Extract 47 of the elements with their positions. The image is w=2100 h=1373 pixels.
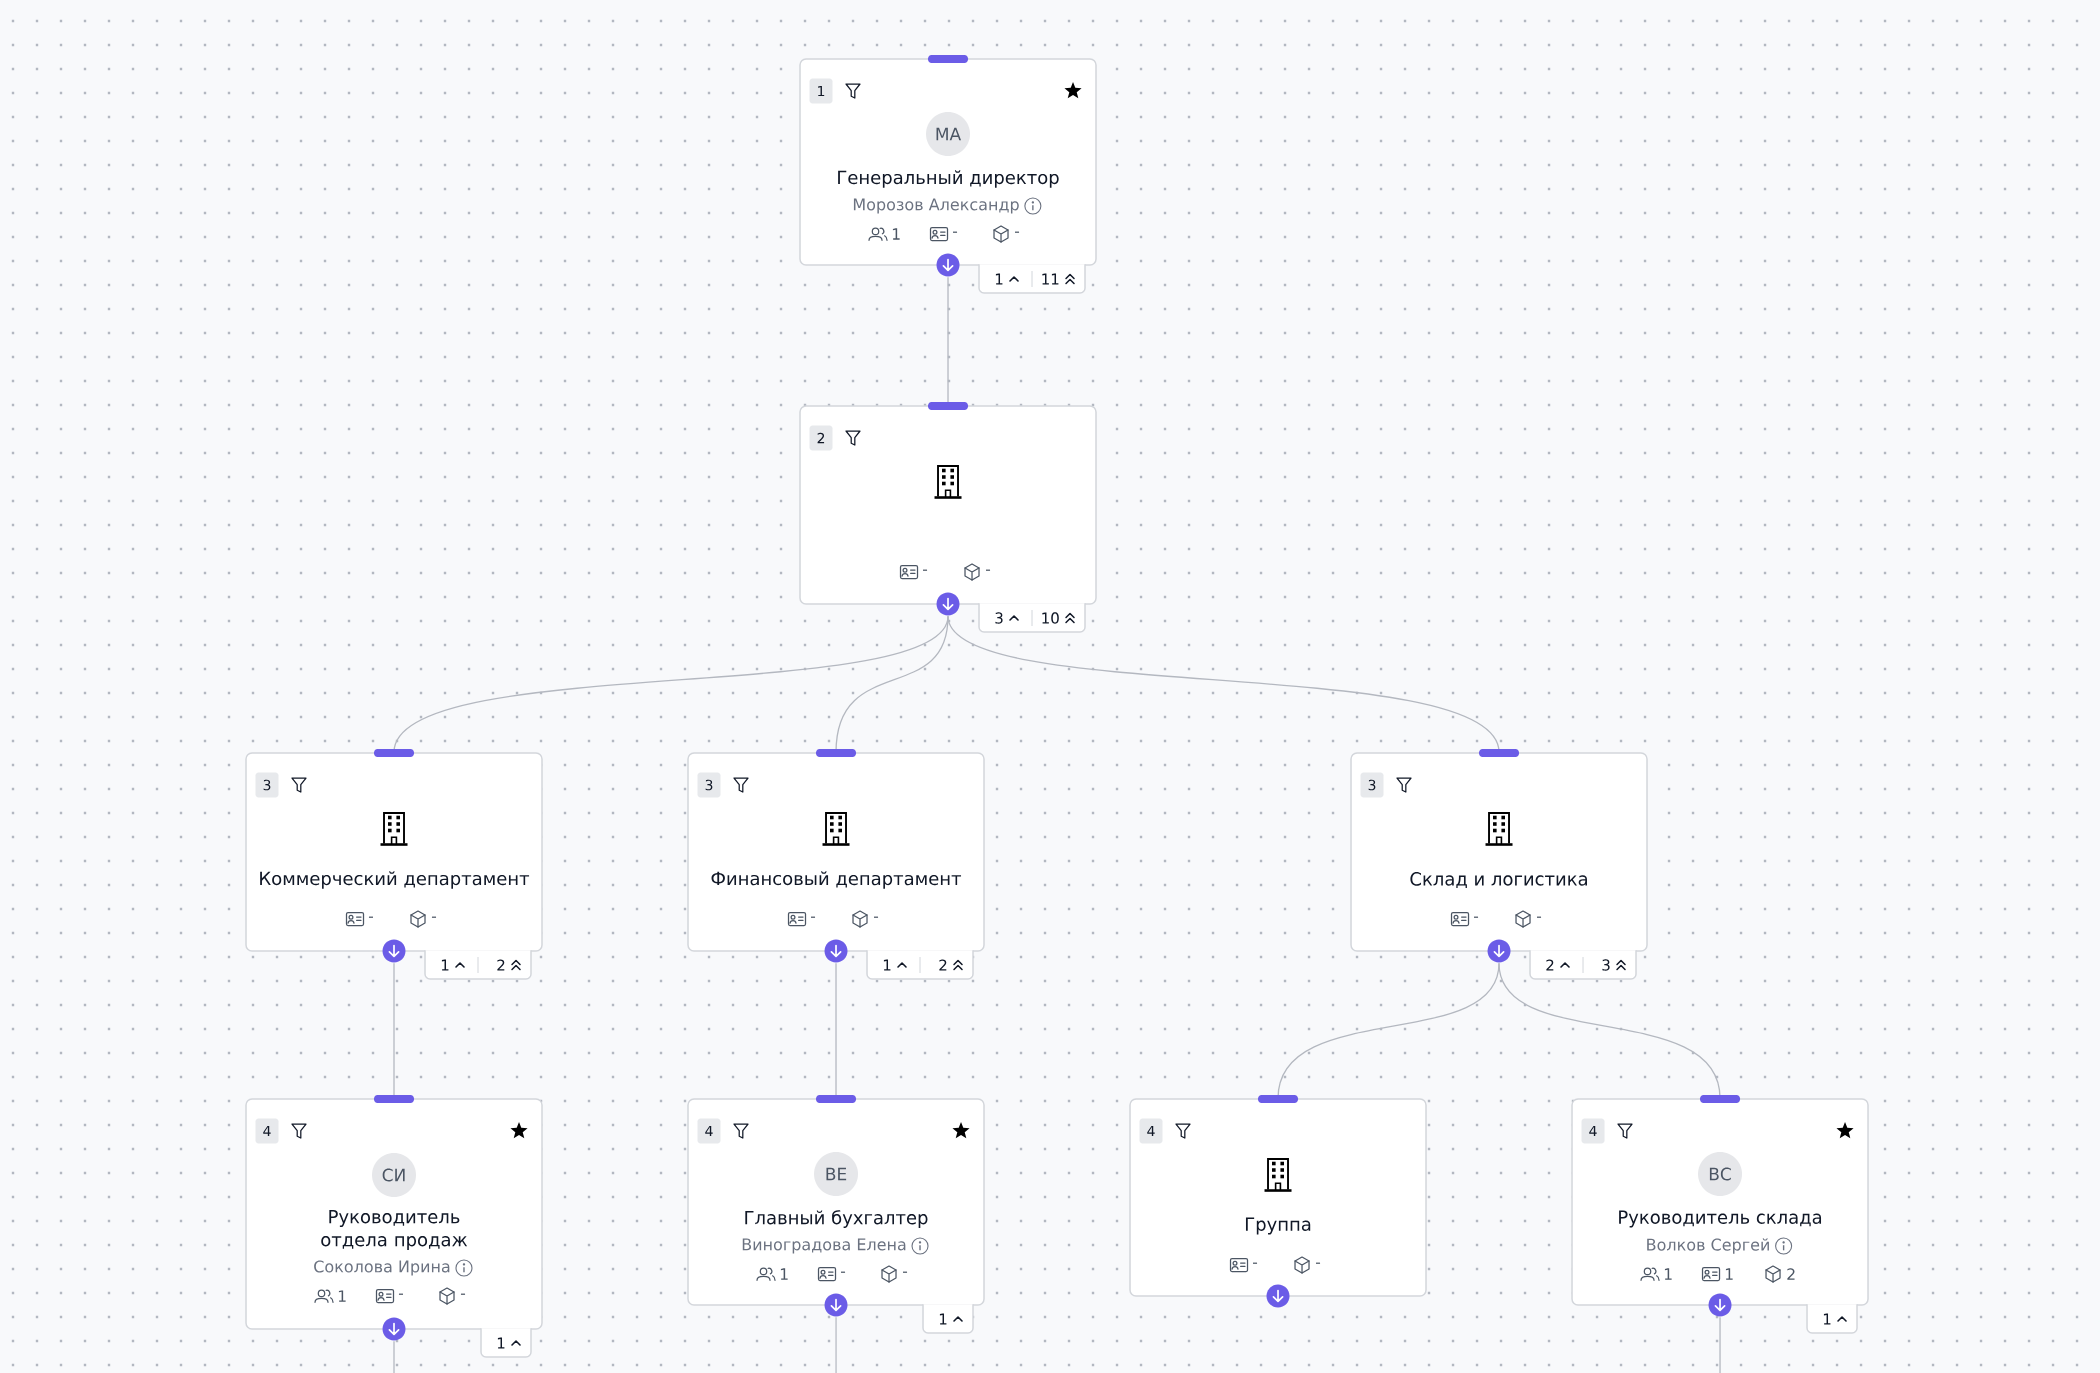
stat-value: 1 [892, 228, 900, 240]
stat-value: - [460, 1293, 466, 1295]
person-name: Морозов Александр [853, 198, 1019, 214]
stat-value: - [1473, 916, 1479, 918]
stat-value: - [431, 916, 437, 918]
count: 2 [1546, 959, 1554, 971]
stat-value: 2 [1787, 1268, 1795, 1280]
person-name: Волков Сергей [1647, 1238, 1769, 1254]
title: Склад и логистика [1410, 872, 1587, 888]
stat-value: - [873, 916, 879, 918]
stat-value: 1 [338, 1290, 346, 1302]
title: Генеральный директор [838, 170, 1059, 188]
count: 2 [939, 959, 947, 971]
person-name: Соколова Ирина [314, 1260, 450, 1276]
stat-value: 1 [1725, 1268, 1733, 1280]
count: 11 [1042, 273, 1059, 285]
count: 1 [883, 959, 891, 971]
count: 3 [1602, 959, 1610, 971]
stat-value: 1 [1664, 1268, 1672, 1280]
stat-value: - [1315, 1262, 1321, 1264]
title: Главный бухгалтер [745, 1210, 928, 1228]
count: 1 [939, 1313, 947, 1325]
stat-value: - [952, 231, 958, 233]
count: 1 [1823, 1313, 1831, 1325]
stat-value: - [368, 916, 374, 918]
stat-value: - [902, 1271, 908, 1273]
stat-value: - [1536, 916, 1542, 918]
stat-value: - [398, 1293, 404, 1295]
stat-value: 1 [780, 1268, 788, 1280]
stat-value: - [1252, 1262, 1258, 1264]
count: 1 [441, 959, 449, 971]
stat-value: - [922, 569, 928, 571]
title: Группа [1246, 1217, 1311, 1235]
stat-value: - [1014, 231, 1020, 233]
count: 3 [995, 612, 1003, 624]
title: Коммерческий департамент [260, 871, 530, 889]
count: 1 [497, 1337, 505, 1349]
person-name: Виноградова Елена [742, 1238, 906, 1254]
stat-value: - [985, 569, 991, 571]
title: Руководитель склада [1619, 1210, 1822, 1228]
title: Финансовый департамент [711, 871, 962, 889]
stat-value: - [840, 1271, 846, 1273]
title: Руководитель отдела продаж [321, 1210, 468, 1250]
count: 10 [1042, 612, 1059, 624]
count: 1 [995, 273, 1003, 285]
count: 2 [497, 959, 505, 971]
stat-value: - [810, 916, 816, 918]
